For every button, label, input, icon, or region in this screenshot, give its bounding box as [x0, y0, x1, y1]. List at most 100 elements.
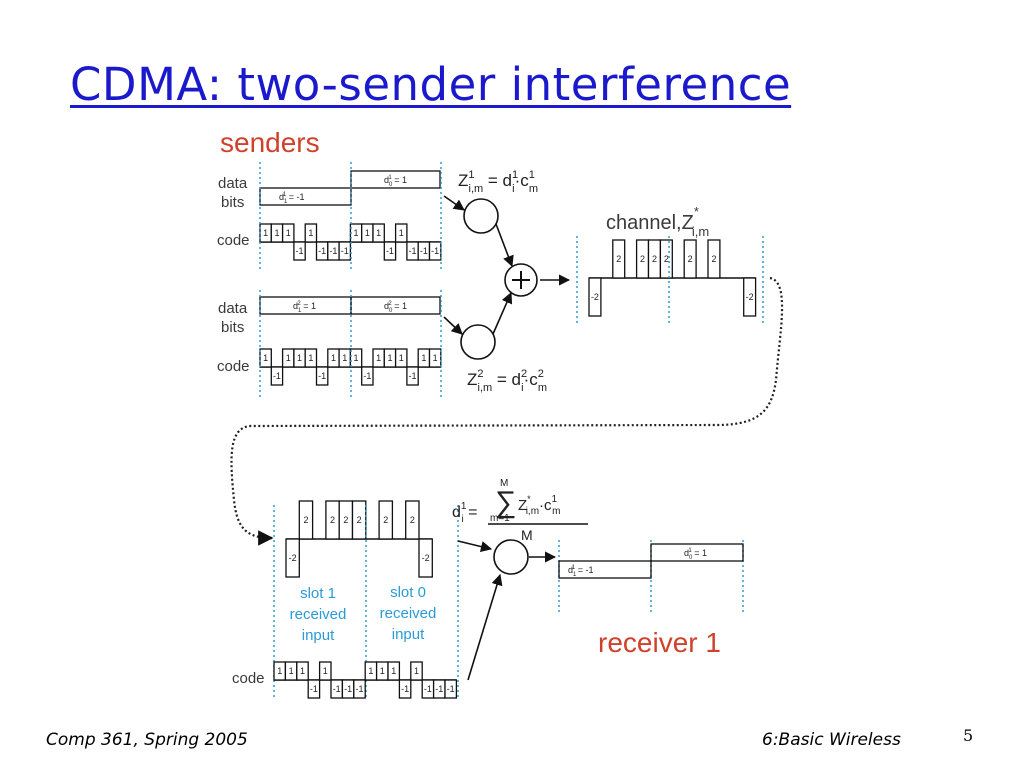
sender1-code-chip-label: 1: [365, 228, 370, 238]
channel-chip-label: -2: [591, 292, 599, 302]
footer-section: 6:Basic Wireless: [762, 730, 901, 750]
sender2-code-chip-label: -1: [363, 371, 371, 381]
sender2-code-chip-label: 1: [342, 353, 347, 363]
receiver-code-chip-label: 1: [277, 666, 282, 676]
sender1-d1-value: = -1: [289, 192, 305, 202]
sender2-code-chip-label: 1: [263, 353, 268, 363]
slot0-label-line3: input: [392, 626, 425, 643]
receiver-code-chip: [296, 661, 309, 681]
channel-chip-label: 2: [640, 254, 645, 264]
received-chip-label: -2: [289, 553, 297, 563]
receiver-code-chip: [444, 679, 458, 699]
slide-title: CDMA: two-sender interference: [70, 58, 792, 111]
received-chip-label: 2: [343, 515, 348, 525]
svg-text:Z1i,m = d1i·c1m: Z1i,m = d1i·c1m: [458, 169, 538, 195]
received-chip-label: 2: [357, 515, 362, 525]
sender2-code-chip-label: 1: [354, 353, 359, 363]
channel-chip: [683, 239, 697, 279]
sender2-code-chip: [349, 348, 363, 368]
receiver-code-chip-label: 1: [414, 666, 419, 676]
svg-text:∑: ∑: [495, 486, 516, 519]
sender2-code-chip-label: 1: [297, 353, 302, 363]
svg-text:d12 = 1: d12 = 1: [293, 301, 316, 314]
sender1-code-chip-label: 1: [308, 228, 313, 238]
sender1-data-label: data: [218, 175, 248, 192]
receiver-code-chip: [398, 679, 412, 699]
sender2-code-chip-label: -1: [318, 371, 326, 381]
sender1-code-chip-label: 1: [286, 228, 291, 238]
sender2-code-chip-label: -1: [409, 371, 417, 381]
received-chip: [405, 500, 420, 540]
receiver-d1-value: = -1: [578, 565, 594, 575]
sender1-data-bits: d11 = -1 d01 = 1: [259, 170, 441, 206]
svg-text:d01 = 1: d01 = 1: [684, 548, 707, 561]
received-chip: [298, 500, 314, 540]
sender1-code-chip-label: -1: [341, 246, 349, 256]
svg-text:M: M: [500, 478, 508, 489]
sender2-code-chip: [315, 366, 329, 386]
sender2-code-chip-label: 1: [399, 353, 404, 363]
multiplier-1: [463, 198, 499, 234]
channel-slot-dividers: [576, 236, 764, 326]
sender1-code-chip-label: -1: [318, 246, 326, 256]
svg-text:d1i =: d1i =: [452, 501, 478, 525]
sender2-code-chip: [270, 366, 284, 386]
sender1-code-chip-label: -1: [431, 246, 439, 256]
sender1-code-chip: [281, 223, 295, 243]
sender2-code-chip: [406, 366, 419, 386]
sender1-code-chip-label: -1: [329, 246, 337, 256]
sender1-code-chip: [293, 241, 306, 261]
channel-chip-label: 2: [616, 254, 621, 264]
sender2-code-chip: [361, 366, 374, 386]
received-chip-label: 2: [410, 515, 415, 525]
receiver-code-chip-label: 1: [368, 666, 373, 676]
sender1-code-chip-label: -1: [409, 246, 417, 256]
sender2-code-chip: [259, 348, 272, 368]
received-chip-label: -2: [422, 553, 430, 563]
sender1-code-chip: [338, 241, 352, 261]
sender2-code-chip-label: -1: [273, 371, 281, 381]
slot0-label-line1: slot 0: [390, 584, 426, 601]
receiver-label: receiver 1: [598, 627, 721, 658]
channel-label: channel,: [606, 212, 682, 234]
sender2-code-chip-label: 1: [331, 353, 336, 363]
slot1-label-line1: slot 1: [300, 585, 336, 602]
channel-chip: [707, 239, 721, 279]
sender1-code-chip-label: 1: [274, 228, 279, 238]
receiver-code-chip-label: -1: [424, 684, 432, 694]
sender2-code-chip: [428, 348, 442, 368]
M-label: M: [521, 527, 533, 543]
sender2-code-chip-label: 1: [421, 353, 426, 363]
slot1-label-line3: input: [302, 627, 335, 644]
receiver-code-chip-label: -1: [401, 684, 409, 694]
channel-chip: [743, 277, 757, 317]
receiver-integrator: [457, 539, 557, 681]
received-chip: [378, 500, 394, 540]
sender2-d0-value: = 1: [394, 301, 407, 311]
sender1-code-chip: [383, 241, 397, 261]
sender2-code-chip-label: 1: [433, 353, 438, 363]
channel-to-receiver-link: [230, 276, 784, 546]
sender1-code-chip: [428, 241, 442, 261]
sender2-d1-value: = 1: [303, 301, 316, 311]
footer-course: Comp 361, Spring 2005: [46, 730, 248, 750]
sender1-code-chip-label: 1: [263, 228, 268, 238]
svg-text:m=1: m=1: [490, 513, 510, 524]
sender1-code-chip: [372, 223, 385, 243]
receiver-code-chip: [410, 661, 423, 681]
receiver-d0-value: = 1: [694, 548, 707, 558]
receiver-code-chip-label: -1: [333, 684, 341, 694]
receiver-code-chip-label: -1: [355, 684, 363, 694]
sender2-code-chip-label: 1: [286, 353, 291, 363]
received-chip-label: 2: [303, 515, 308, 525]
receiver-code-chip-label: -1: [344, 684, 352, 694]
sender1-code-label: code: [217, 232, 250, 249]
slot1-label-line2: received: [290, 606, 347, 623]
sender2-code-chip-label: 1: [308, 353, 313, 363]
